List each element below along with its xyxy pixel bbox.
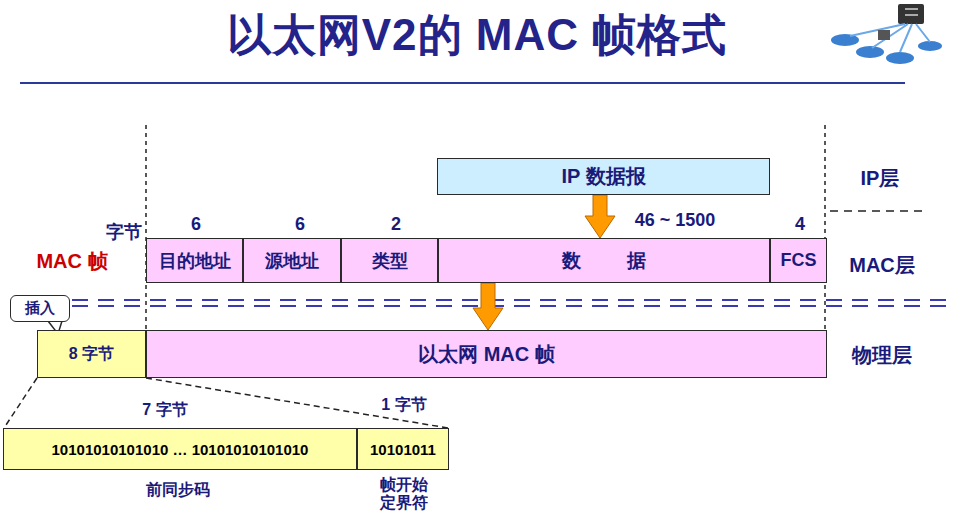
box-text: 数 据: [562, 248, 645, 274]
box-text: IP 数据报: [561, 163, 645, 190]
field-box: 源地址: [243, 238, 341, 283]
field-box: 目的地址: [146, 238, 243, 283]
field-name: 帧开始 定界符: [377, 476, 431, 513]
layer-divider: [72, 305, 954, 307]
frame-name: MAC 帧: [36, 248, 107, 275]
field-box: 类型: [341, 238, 438, 283]
box-text: 源地址: [265, 249, 319, 273]
layer-divider: [830, 210, 925, 212]
preamble-box: 8 字节: [37, 330, 146, 378]
box-text: FCS: [781, 250, 817, 271]
block-arrow: [585, 195, 615, 238]
field-name: 前同步码: [146, 480, 210, 501]
boundary-line: [824, 125, 826, 330]
box-text: 插入: [25, 299, 55, 318]
box-text: 8 字节: [69, 344, 114, 365]
field-box: FCS: [770, 238, 827, 283]
block-arrow: [473, 283, 503, 330]
layer-name: MAC层: [849, 252, 915, 279]
title-rule: [20, 82, 905, 84]
network-icon: [831, 4, 942, 64]
layer-name: 物理层: [852, 342, 912, 369]
byte-count: 6: [295, 214, 305, 235]
frame-box: 以太网 MAC 帧: [146, 330, 827, 378]
box-text: 目的地址: [159, 249, 231, 273]
boundary-line: [145, 125, 147, 330]
sfd-bits-box: 10101011: [357, 428, 449, 470]
preamble-bits-box: 10101010101010 … 10101010101010: [3, 428, 357, 470]
byte-count: 2: [391, 214, 401, 235]
box-text: 10101011: [370, 441, 436, 458]
ip-datagram-box: IP 数据报: [437, 158, 770, 195]
byte-count: 1 字节: [381, 395, 426, 416]
unit-label: 字节: [106, 220, 142, 244]
page-title: 以太网V2的 MAC 帧格式: [0, 6, 954, 65]
box-text: 以太网 MAC 帧: [418, 341, 555, 368]
byte-count: 7 字节: [142, 400, 187, 421]
byte-count: 4: [795, 214, 805, 235]
zoom-line: [4, 378, 37, 428]
byte-count: 46 ~ 1500: [635, 210, 716, 231]
layer-divider: [72, 299, 954, 301]
callout-box: 插入: [10, 295, 70, 322]
box-text: 类型: [372, 249, 408, 273]
zoom-line: [146, 378, 448, 428]
byte-count: 6: [191, 214, 201, 235]
field-box: 数 据: [438, 238, 770, 283]
box-text: 10101010101010 … 10101010101010: [52, 441, 309, 458]
layer-name: IP层: [861, 165, 900, 192]
